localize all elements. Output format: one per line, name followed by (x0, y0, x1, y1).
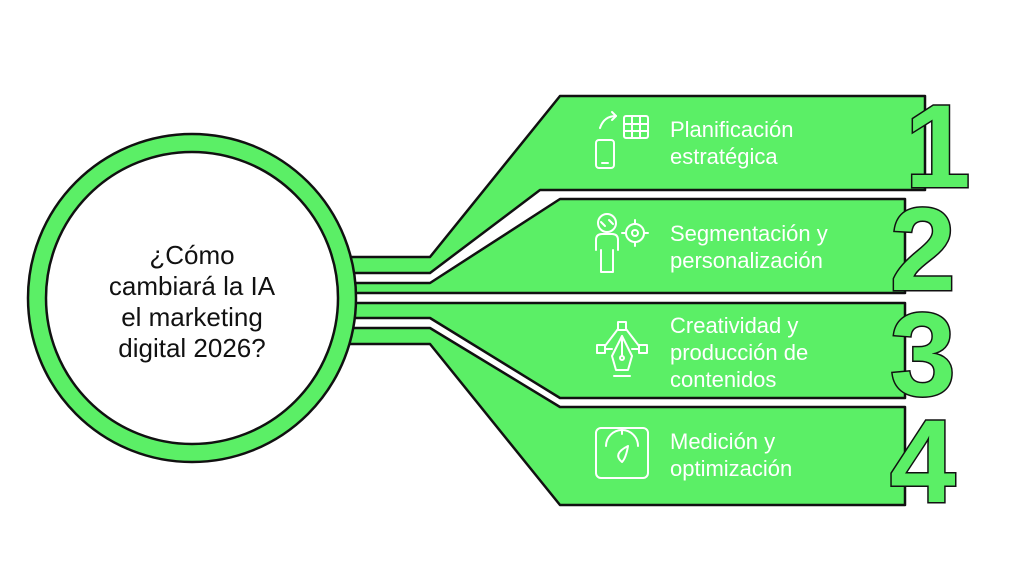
label-line: Segmentación y (670, 221, 828, 246)
item-label-3: Creatividad y producción de contenidos (670, 312, 890, 393)
person-target-icon (595, 213, 649, 273)
label-line: personalización (670, 248, 823, 273)
center-ring-inner (44, 150, 340, 446)
label-line: Medición y (670, 429, 776, 454)
center-line: cambiará la IA (108, 271, 276, 301)
center-line: ¿Cómo (149, 240, 235, 270)
band-4 (328, 326, 907, 507)
item-label-1: Planificación estratégica (670, 116, 890, 170)
number-2: 2 (890, 184, 956, 316)
label-line: Planificación (670, 117, 794, 142)
devices-table-icon (595, 111, 649, 169)
band-1 (328, 94, 927, 275)
center-line: digital 2026? (118, 333, 266, 363)
step-numbers: 1 2 3 4 (889, 80, 973, 530)
gauge-icon (595, 427, 649, 479)
label-line: producción de (670, 340, 809, 365)
label-line: Creatividad y (670, 313, 799, 338)
center-question: ¿Cómo cambiará la IA el marketing digita… (62, 240, 322, 364)
number-1: 1 (905, 81, 971, 213)
label-line: optimización (670, 456, 793, 481)
item-label-4: Medición y optimización (670, 428, 890, 482)
number-3: 3 (890, 289, 956, 421)
number-4: 4 (890, 396, 956, 528)
label-line: contenidos (670, 367, 777, 392)
item-label-2: Segmentación y personalización (670, 220, 890, 274)
center-line: el marketing (121, 302, 263, 332)
pen-tool-icon (596, 321, 648, 377)
label-line: estratégica (670, 144, 778, 169)
